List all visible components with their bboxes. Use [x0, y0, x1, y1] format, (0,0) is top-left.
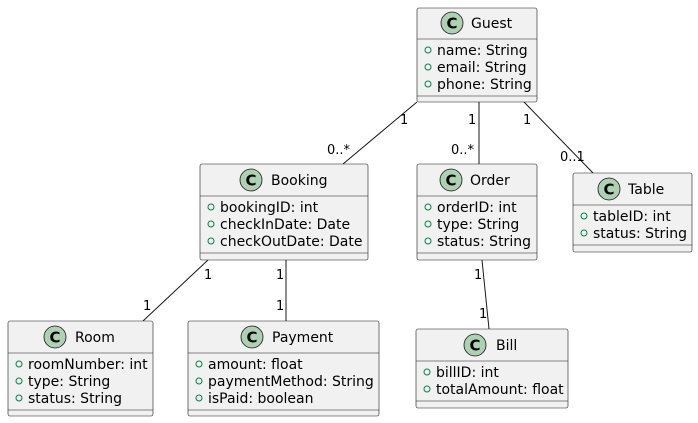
edge-order-bill	[481, 259, 490, 330]
class-c-icon	[440, 11, 464, 35]
class-order[interactable]: C Order orderID: int type: String status…	[416, 163, 538, 261]
public-visibility-icon	[207, 220, 215, 228]
mult-booking-room-target: 1	[143, 299, 151, 314]
class-box	[187, 320, 380, 417]
public-visibility-icon	[15, 360, 23, 368]
class-booking[interactable]: C Booking bookingID: int checkInDate: Da…	[199, 163, 369, 261]
class-table[interactable]: C Table tableID: int status: String	[572, 172, 693, 253]
class-badge-letter: C	[603, 181, 614, 199]
class-name: Guest	[471, 16, 513, 32]
mult-guest-booking-source: 1	[400, 113, 408, 128]
class-box	[415, 328, 569, 409]
class-attribute: paymentMethod: String	[208, 374, 374, 390]
class-name: Order	[470, 173, 510, 189]
class-attribute: type: String	[28, 374, 110, 390]
public-visibility-icon	[424, 63, 432, 71]
class-attribute: status: String	[28, 391, 122, 407]
public-visibility-icon	[207, 237, 215, 245]
mult-guest-table-target: 0..1	[560, 150, 585, 165]
public-visibility-icon	[580, 212, 588, 220]
edge-booking-room	[142, 259, 209, 322]
class-name: Payment	[272, 330, 334, 346]
class-guest[interactable]: C Guest name: String email: String phone…	[416, 7, 538, 103]
edge-guest-booking	[342, 101, 418, 165]
class-attribute: amount: float	[208, 357, 303, 373]
edge-guest-table	[523, 101, 594, 174]
class-attribute: tableID: int	[593, 209, 671, 225]
class-bill[interactable]: C Bill billID: int totalAmount: float	[415, 328, 569, 409]
class-badge-letter: C	[445, 172, 456, 190]
class-badge-letter: C	[246, 329, 257, 347]
class-room[interactable]: C Room roomNumber: int type: String stat…	[7, 320, 154, 417]
public-visibility-icon	[424, 203, 432, 211]
public-visibility-icon	[424, 220, 432, 228]
mult-guest-order-target: 0..*	[451, 143, 475, 158]
class-attribute: name: String	[437, 43, 528, 59]
class-attribute: checkInDate: Date	[220, 217, 350, 233]
mult-booking-room-source: 1	[204, 268, 212, 283]
mult-booking-payment-source: 1	[276, 268, 284, 283]
class-name: Table	[627, 182, 664, 198]
public-visibility-icon	[207, 203, 215, 211]
class-attribute: type: String	[437, 217, 519, 233]
class-attribute: totalAmount: float	[436, 382, 564, 398]
mult-order-bill-source: 1	[474, 268, 482, 283]
class-name: Bill	[496, 338, 517, 354]
public-visibility-icon	[424, 46, 432, 54]
public-visibility-icon	[15, 377, 23, 385]
mult-guest-table-source: 1	[523, 113, 531, 128]
class-attribute: isPaid: boolean	[208, 391, 314, 407]
class-attribute: bookingID: int	[220, 200, 319, 216]
mult-guest-order-source: 1	[468, 113, 476, 128]
public-visibility-icon	[195, 394, 203, 402]
class-attribute: billID: int	[436, 365, 499, 381]
class-badge-letter: C	[469, 337, 480, 355]
class-attribute: status: String	[437, 234, 531, 250]
mult-guest-booking-target: 0..*	[327, 143, 351, 158]
class-box	[199, 163, 369, 261]
class-name: Room	[75, 330, 115, 346]
class-attribute: roomNumber: int	[28, 357, 148, 373]
mult-booking-payment-target: 1	[276, 299, 284, 314]
class-c-icon	[597, 177, 621, 201]
mult-order-bill-target: 1	[479, 307, 487, 322]
class-name: Booking	[271, 173, 328, 189]
class-c-icon	[463, 333, 487, 357]
public-visibility-icon	[15, 394, 23, 402]
public-visibility-icon	[424, 237, 432, 245]
class-c-icon	[439, 168, 463, 192]
class-attribute: email: String	[437, 60, 527, 76]
class-attribute: checkOutDate: Date	[220, 234, 362, 250]
public-visibility-icon	[423, 368, 431, 376]
associations: 1 0..* 1 0..* 1 0..1 1 1 1 1 1 1	[142, 101, 594, 330]
public-visibility-icon	[195, 377, 203, 385]
class-c-icon	[43, 325, 67, 349]
class-attribute: phone: String	[437, 77, 532, 93]
class-c-icon	[239, 168, 263, 192]
class-badge-letter: C	[49, 329, 60, 347]
class-attribute: orderID: int	[437, 200, 517, 216]
public-visibility-icon	[424, 80, 432, 88]
class-badge-letter: C	[245, 172, 256, 190]
public-visibility-icon	[580, 229, 588, 237]
class-badge-letter: C	[446, 15, 457, 33]
class-payment[interactable]: C Payment amount: float paymentMethod: S…	[187, 320, 380, 417]
class-c-icon	[240, 325, 264, 349]
class-attribute: status: String	[593, 226, 687, 242]
public-visibility-icon	[423, 385, 431, 393]
public-visibility-icon	[195, 360, 203, 368]
class-box	[7, 320, 154, 417]
